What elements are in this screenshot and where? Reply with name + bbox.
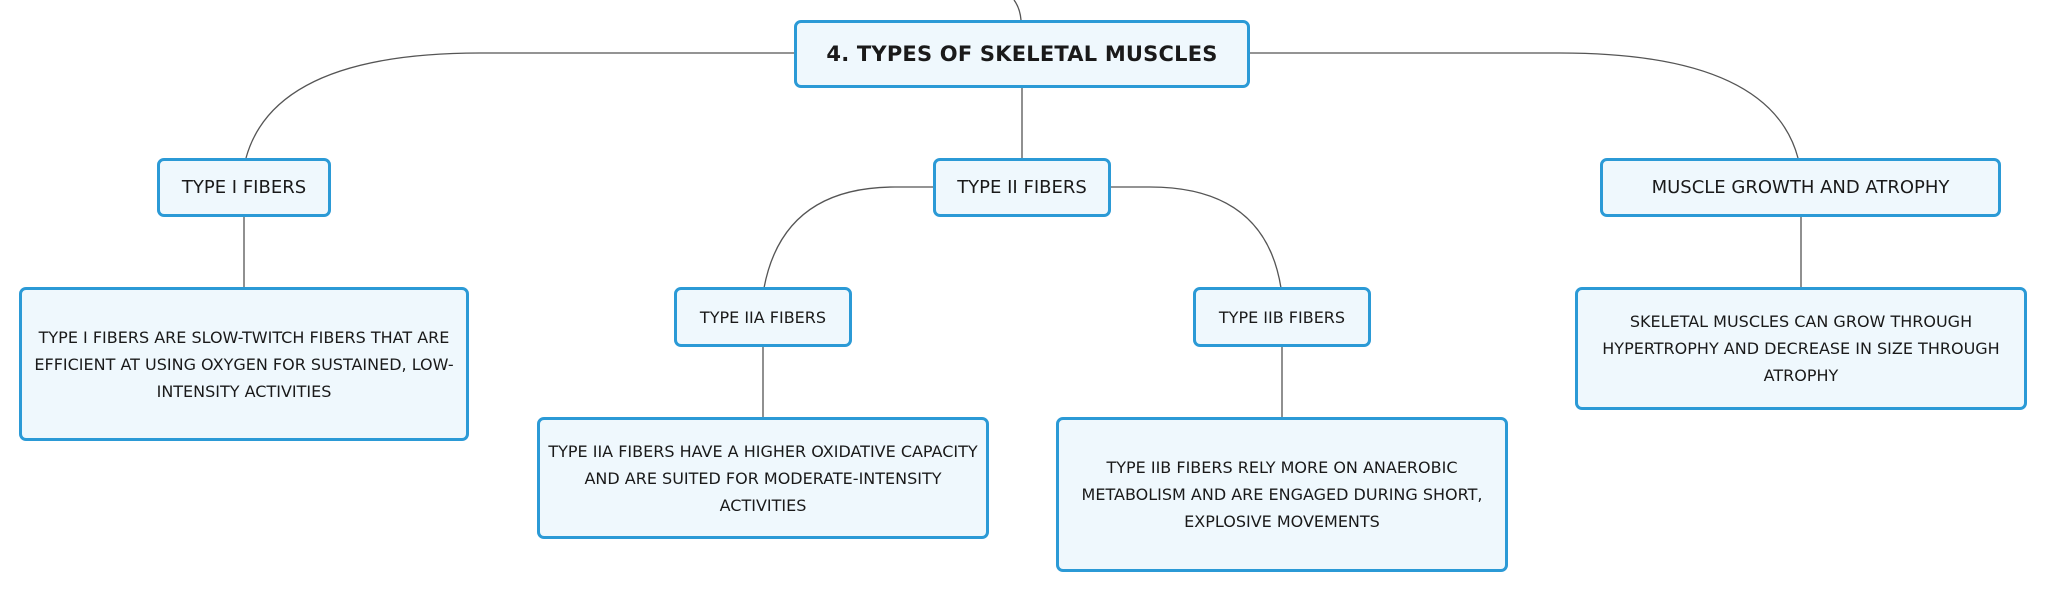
type2-fibers-label: TYPE II FIBERS	[957, 177, 1087, 198]
muscle-growth-label: MUSCLE GROWTH AND ATROPHY	[1651, 177, 1950, 198]
type1-description-text: TYPE I FIBERS ARE SLOW-TWITCH FIBERS THA…	[34, 327, 454, 401]
connector-type2-to-type2a	[763, 186, 934, 289]
type2-fibers-node[interactable]: TYPE II FIBERS	[933, 158, 1111, 217]
connector-root-to-type1	[245, 52, 794, 159]
growth-description-node[interactable]: SKELETAL MUSCLES CAN GROW THROUGH HYPERT…	[1575, 287, 2027, 410]
type2a-description-text: TYPE IIA FIBERS HAVE A HIGHER OXIDATIVE …	[548, 441, 978, 515]
type2a-description-node[interactable]: TYPE IIA FIBERS HAVE A HIGHER OXIDATIVE …	[537, 417, 989, 539]
type1-fibers-node[interactable]: TYPE I FIBERS	[157, 158, 331, 217]
type2b-fibers-node[interactable]: TYPE IIB FIBERS	[1193, 287, 1371, 347]
type1-description-node[interactable]: TYPE I FIBERS ARE SLOW-TWITCH FIBERS THA…	[19, 287, 469, 441]
type2b-fibers-label: TYPE IIB FIBERS	[1218, 307, 1346, 327]
root-node[interactable]: 4. TYPES OF SKELETAL MUSCLES	[794, 20, 1250, 88]
connector-parent-to-root	[1013, 0, 1022, 21]
type2b-description-node[interactable]: TYPE IIB FIBERS RELY MORE ON ANAEROBIC M…	[1056, 417, 1508, 572]
root-node-label: 4. TYPES OF SKELETAL MUSCLES	[826, 42, 1218, 66]
muscle-growth-node[interactable]: MUSCLE GROWTH AND ATROPHY	[1600, 158, 2001, 217]
type1-fibers-label: TYPE I FIBERS	[181, 177, 307, 198]
connector-root-to-growth	[1250, 52, 1799, 159]
connector-type2-to-type2b	[1110, 186, 1282, 289]
type2a-fibers-label: TYPE IIA FIBERS	[699, 307, 827, 327]
type2a-fibers-node[interactable]: TYPE IIA FIBERS	[674, 287, 852, 347]
type2b-description-text: TYPE IIB FIBERS RELY MORE ON ANAEROBIC M…	[1081, 458, 1483, 531]
growth-description-text: SKELETAL MUSCLES CAN GROW THROUGH HYPERT…	[1602, 312, 2000, 385]
